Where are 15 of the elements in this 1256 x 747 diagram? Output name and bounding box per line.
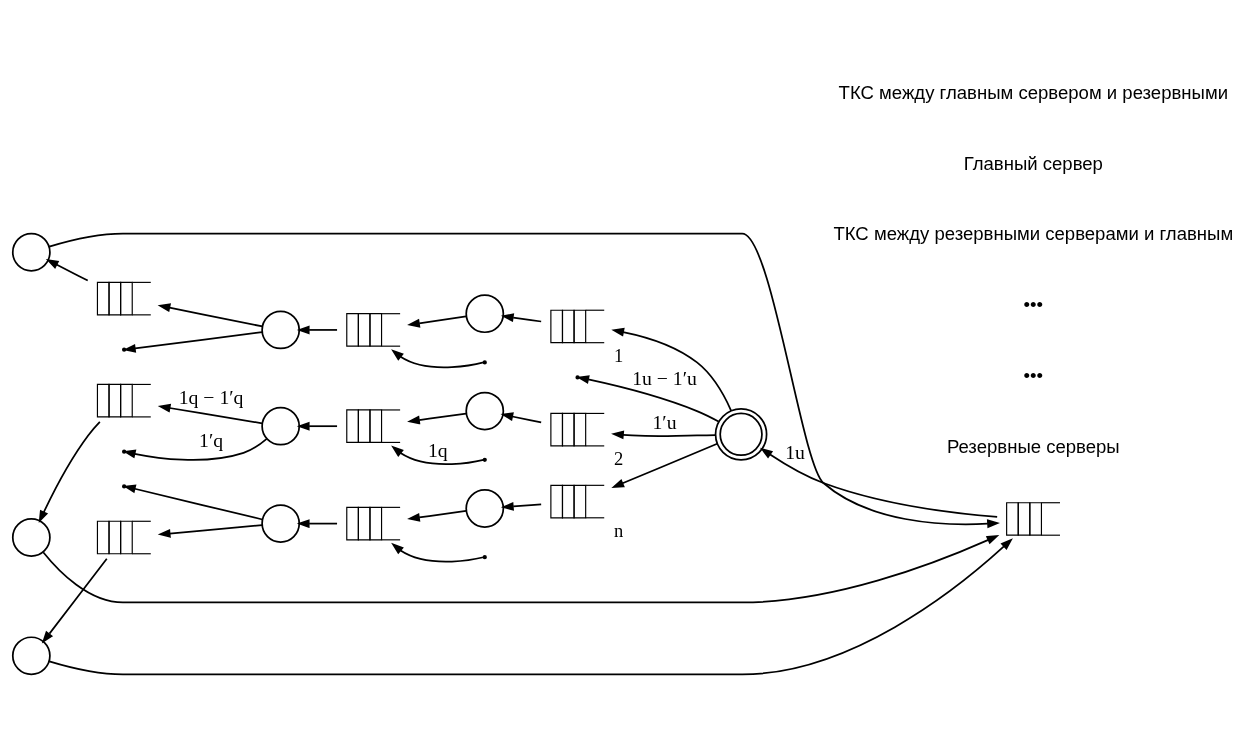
- label: •••: [1023, 364, 1044, 386]
- edge-label: 1q: [427, 438, 448, 461]
- node-label: 1: [614, 344, 624, 366]
- label: ТКС между резервными серверами и главным: [833, 222, 1234, 244]
- label: Резервные серверы: [946, 435, 1120, 457]
- node-label: 2: [614, 447, 624, 469]
- edge-label: 1u: [785, 440, 805, 463]
- edge-label: 1u − 1′u: [632, 366, 697, 389]
- label: Главный сервер: [963, 152, 1103, 174]
- edge-label: 1′u: [652, 410, 677, 433]
- edge-label: 1′q: [199, 428, 224, 451]
- edge-label: 1q − 1′q: [178, 385, 244, 408]
- label: •••: [1023, 293, 1044, 315]
- node-label: n: [614, 519, 624, 541]
- label: ТКС между главным сервером и резервными: [838, 81, 1229, 103]
